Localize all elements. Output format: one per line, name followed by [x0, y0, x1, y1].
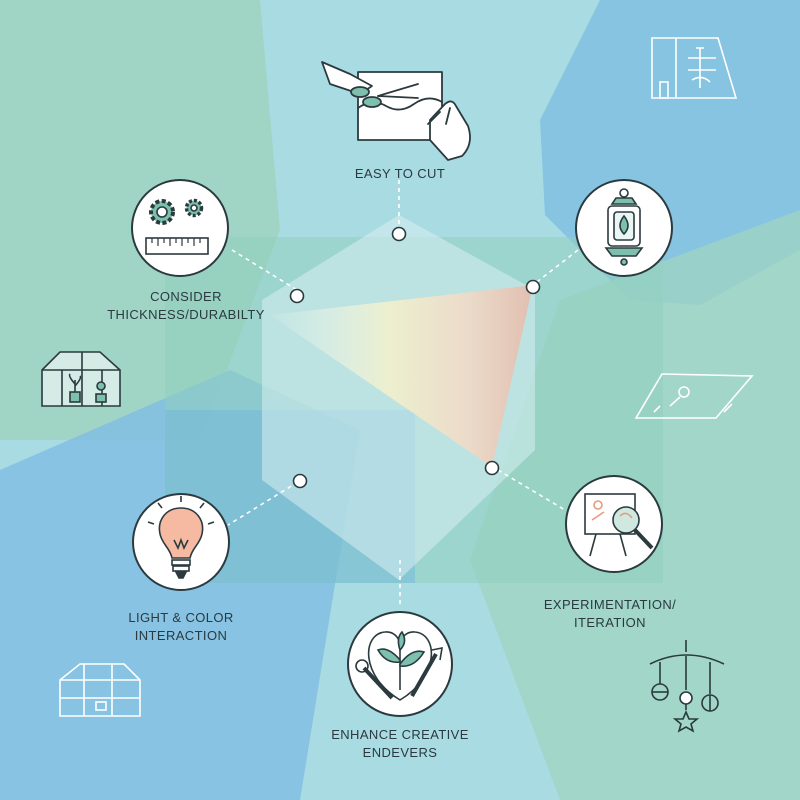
label-line: ITERATION: [574, 615, 646, 630]
connector-lines: [227, 180, 579, 605]
greenhouse-icon: [41, 351, 121, 407]
lantern-icon: [604, 188, 644, 266]
easel-board-icon: [651, 37, 738, 99]
label-light-color: LIGHT & COLOR INTERACTION: [96, 609, 266, 645]
gears-ruler-node: [131, 179, 229, 277]
heart-plant-tools-icon: [355, 630, 443, 701]
connector-dots: [289, 226, 541, 489]
label-thickness: CONSIDER THICKNESS/DURABILTY: [96, 288, 276, 324]
presentation-magnifier-icon: [584, 493, 654, 557]
label-easy-to-cut: EASY TO CUT: [300, 165, 500, 183]
tilted-frame-icon: [634, 373, 754, 419]
label-line: INTERACTION: [134, 628, 228, 643]
label-line: LIGHT & COLOR: [128, 610, 234, 625]
light-beam: [270, 285, 533, 467]
label-line: CONSIDER: [150, 289, 222, 304]
label-experimentation: EXPERIMENTATION/ ITERATION: [510, 596, 710, 632]
light-bulb-node: [132, 493, 230, 591]
gears-ruler-icon: [145, 198, 209, 255]
greenhouse-outline-icon: [59, 663, 141, 717]
enhance-creative-node: [347, 611, 453, 717]
label-line: ENDEVERS: [362, 745, 438, 760]
label-line: THICKNESS/DURABILTY: [107, 307, 265, 322]
experimentation-node: [565, 475, 663, 573]
hanging-mobile-icon: [649, 640, 725, 733]
label-enhance-creative: ENHANCE CREATIVE ENDEVERS: [300, 726, 500, 762]
scissors-cutting-paper-icon: [321, 61, 471, 161]
lantern-node: [575, 179, 673, 277]
light-bulb-icon: [147, 496, 215, 579]
label-line: EASY TO CUT: [354, 166, 446, 181]
label-line: ENHANCE CREATIVE: [331, 727, 469, 742]
label-line: EXPERIMENTATION/: [543, 597, 677, 612]
